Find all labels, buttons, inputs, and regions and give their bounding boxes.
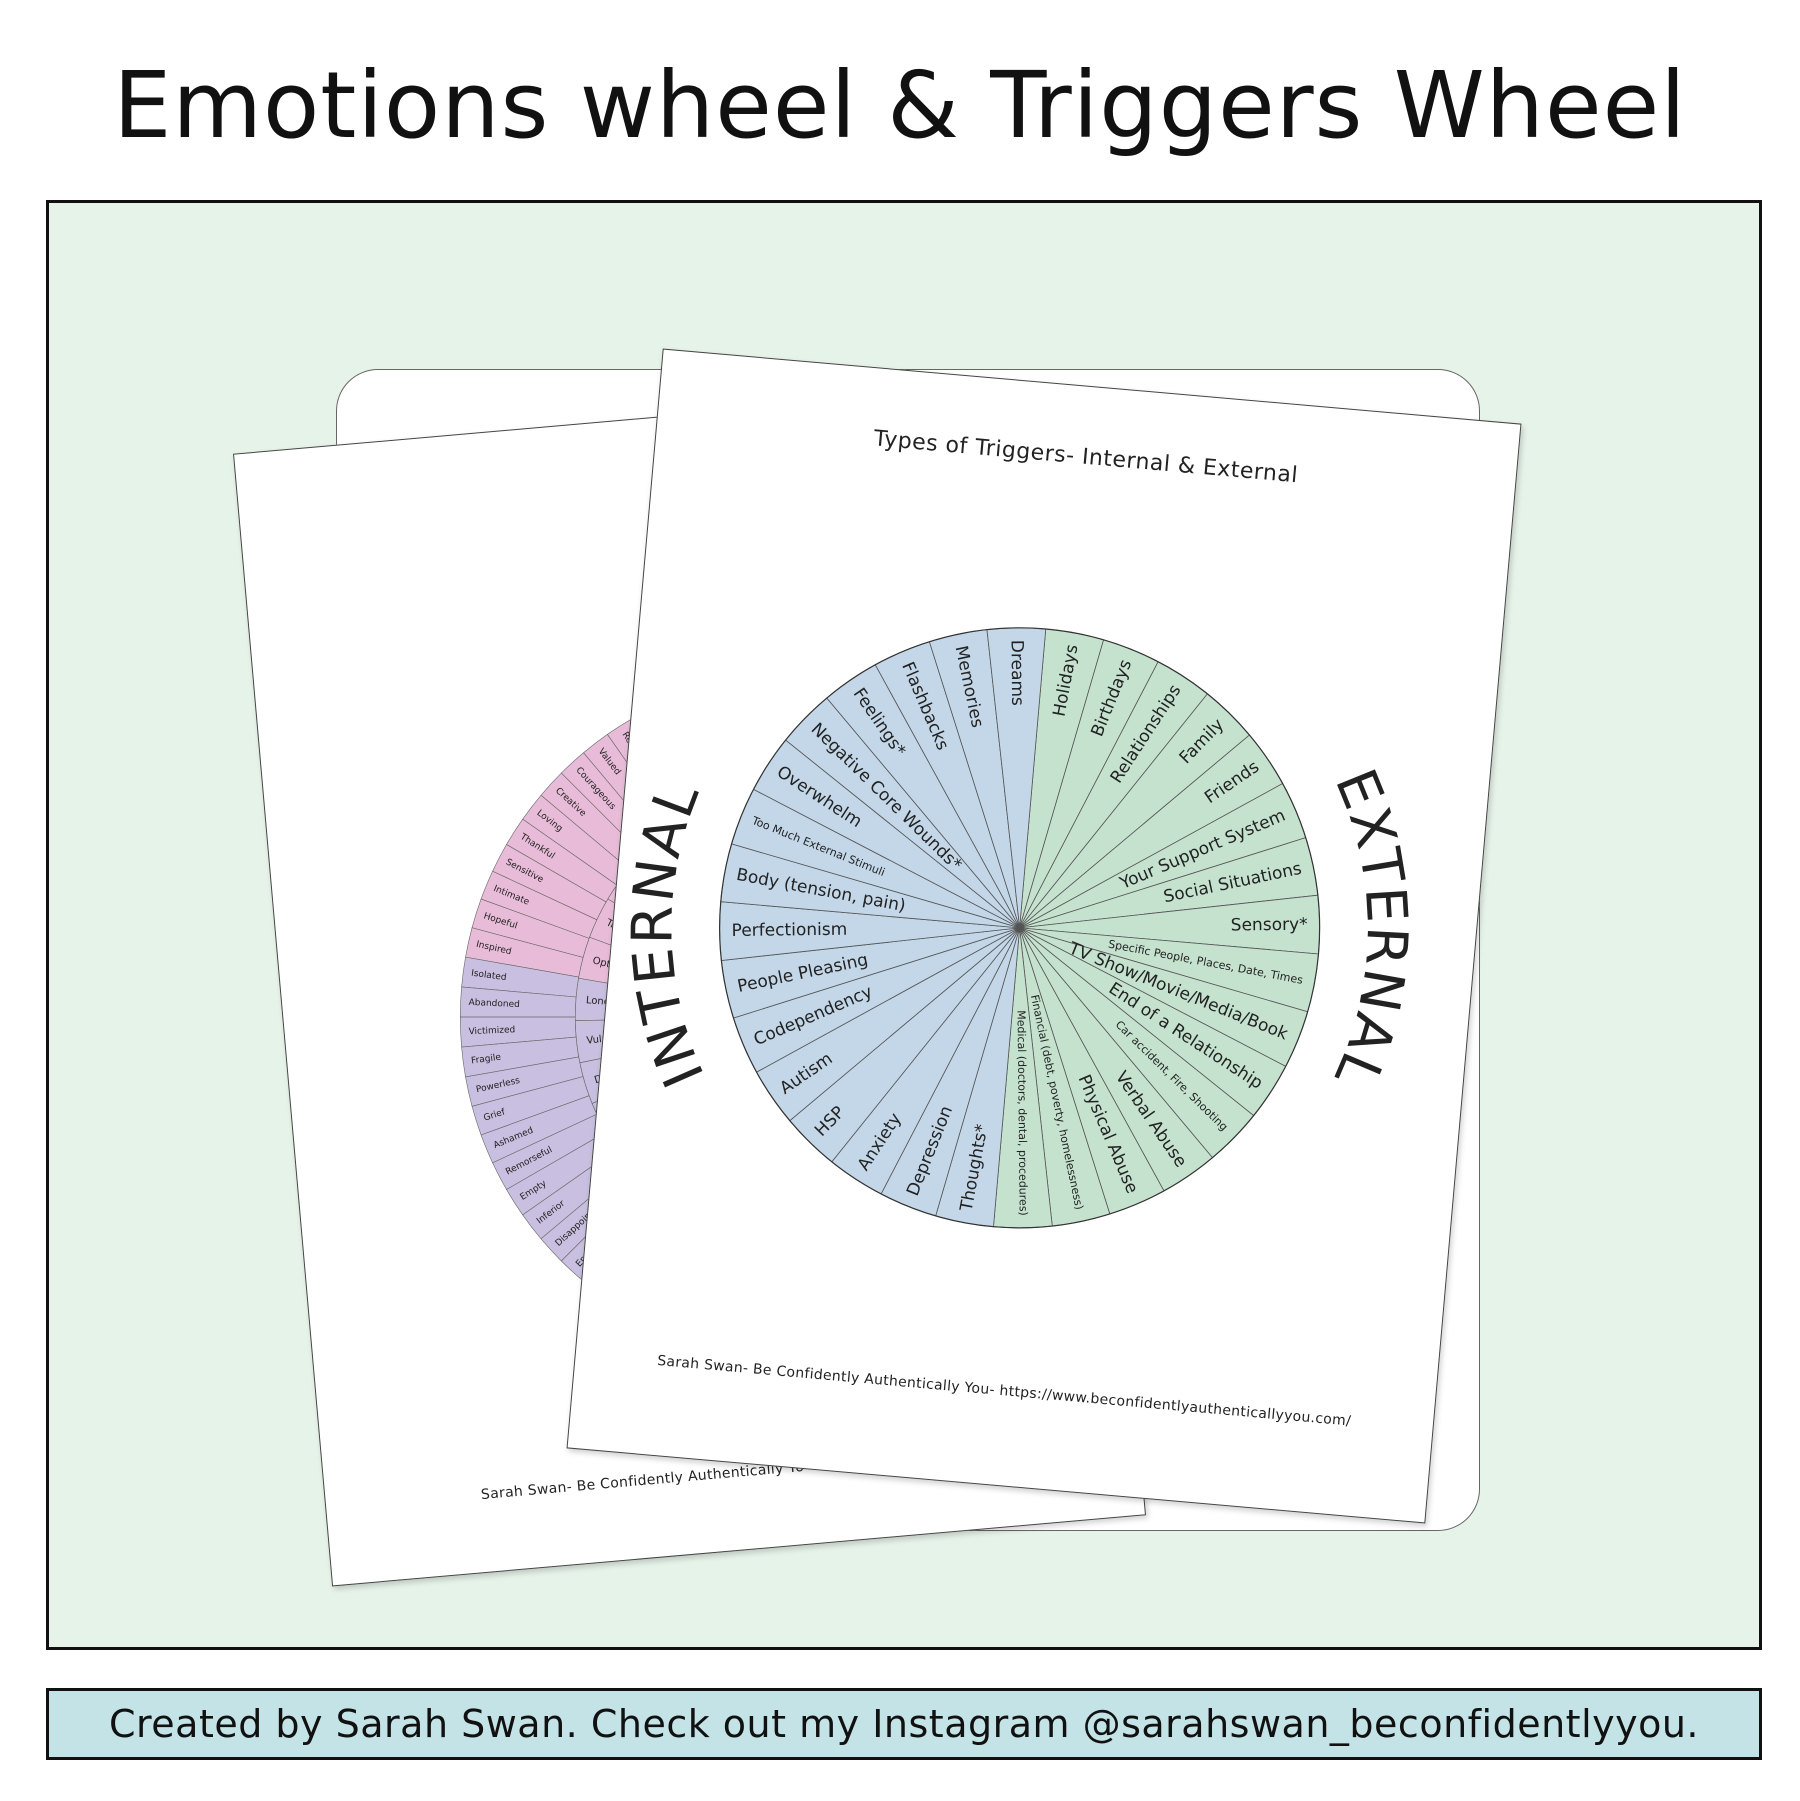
page-title: Emotions wheel & Triggers Wheel <box>113 52 1687 159</box>
emotion-outer-label: Abandoned <box>468 998 520 1010</box>
trigger-label: Dreams <box>1006 640 1027 706</box>
trigger-label: Sensory* <box>1231 915 1308 936</box>
emotion-outer-label: Fragile <box>471 1053 502 1067</box>
triggers-wheel-rim <box>719 627 1321 1229</box>
emotion-outer-label: Victimized <box>468 1025 515 1037</box>
trigger-label: Perfectionism <box>732 920 848 941</box>
product-mockup-area: Emotions Wh EnergeticArousedCheekyFreeJo… <box>46 200 1762 1650</box>
trigger-label: Medical (doctors, dental, procedures) <box>1015 1010 1030 1216</box>
triggers-wheel-sheet: Types of Triggers- Internal & External H… <box>566 348 1522 1524</box>
credit-banner: Created by Sarah Swan. Check out my Inst… <box>46 1688 1762 1760</box>
emotion-outer-label: Isolated <box>470 969 507 984</box>
